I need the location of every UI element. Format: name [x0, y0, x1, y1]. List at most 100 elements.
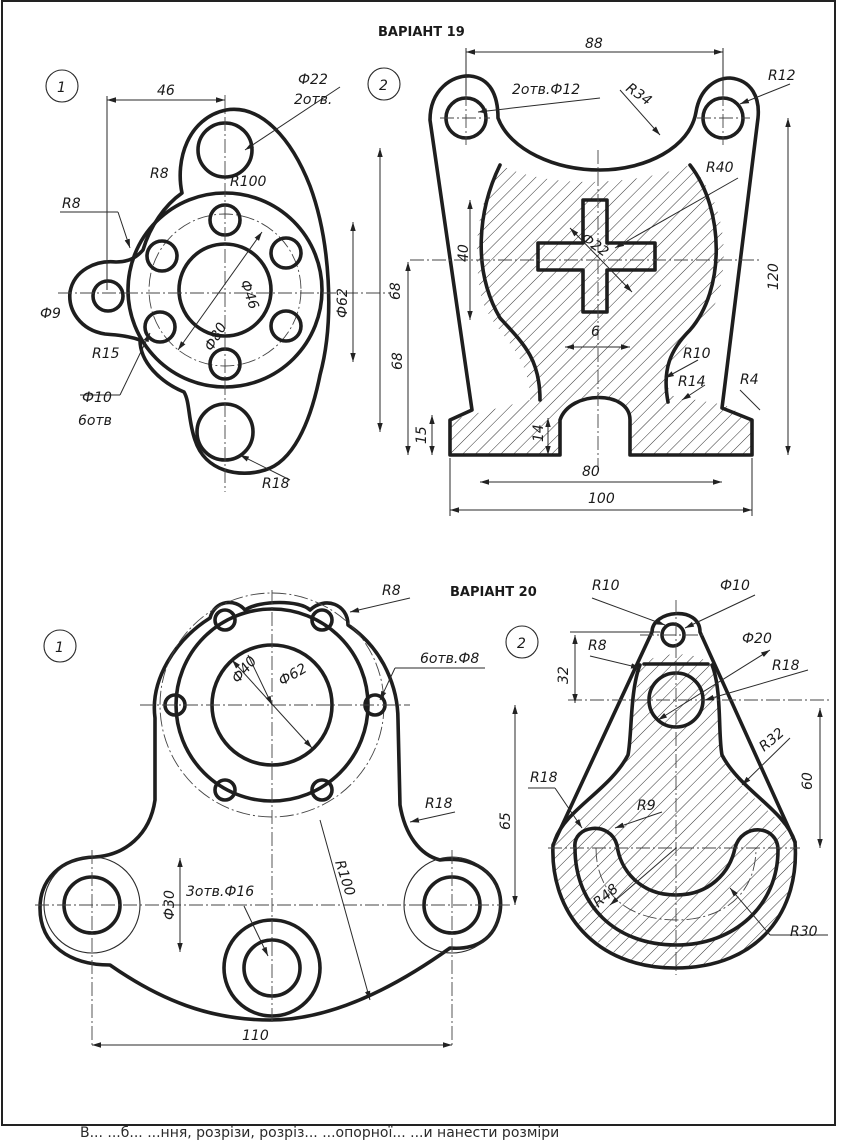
- v20-fig2-dim-d20: [657, 649, 771, 721]
- v20-fig1-label: 3отв.Ф16: [186, 884, 254, 900]
- v19-fig2-leader-r14: [681, 384, 706, 401]
- v20-fig1-label: 65: [498, 812, 514, 830]
- v19-figure-2: 2: [367, 36, 796, 516]
- v20-fig2-slot-centerline: [595, 847, 757, 921]
- v20-fig1-label: R8: [382, 583, 401, 599]
- v20-figure-1: 1 R8 Ф40: [35, 583, 518, 1048]
- v20-fig2-leader-d10: [684, 594, 756, 629]
- v19-fig2-dim-d22: [569, 227, 633, 293]
- v19-fig1-label: R100: [230, 174, 267, 190]
- v20-fig2-label: Ф10: [720, 578, 750, 594]
- v19-fig2-leader-r40: [614, 177, 739, 249]
- v20-fig1-bolt-hole: [213, 778, 237, 802]
- v19-fig1-leader-22: [244, 86, 341, 151]
- v20-fig2-dim-r48: [609, 847, 677, 906]
- v19-fig2-label: R12: [768, 68, 796, 84]
- v19-fig2-label: R34: [623, 80, 655, 109]
- v20-fig1-leader-d16: [243, 905, 269, 957]
- v19-fig1-hole: [145, 239, 179, 273]
- sheet-border: [1, 0, 836, 1126]
- v19-fig2-label: 15: [414, 426, 430, 444]
- v20-fig1-dim-r100: [319, 819, 371, 1001]
- v19-fig1-label: 46: [157, 83, 175, 99]
- v20-fig2-label: R9: [637, 798, 656, 814]
- v19-fig2-label: R14: [678, 374, 706, 390]
- v19-fig1-contour: [68, 107, 331, 475]
- v19-fig1-label: Ф46: [236, 278, 261, 312]
- v19-fig2-label: R40: [706, 160, 734, 176]
- v19-fig1-label: 68: [388, 282, 404, 300]
- v19-fig2-leader-r10: [664, 359, 699, 379]
- v20-fig1-leader-holes-b: [379, 667, 396, 701]
- footer-caption: В... ...б... ...ння, розрізи, розріз... …: [80, 1125, 559, 1141]
- v20-fig1-label: Ф30: [162, 890, 178, 920]
- v19-fig1-label: 2отв.: [294, 92, 332, 108]
- v19-fig2-inner-profile-right: [664, 163, 719, 404]
- v19-fig2-label: 14: [531, 424, 547, 442]
- v20-fig2-label: R30: [790, 924, 818, 940]
- v20-fig2-number: 2: [517, 636, 526, 652]
- v20-fig2-label: 32: [556, 666, 572, 684]
- v20-fig2-label: R10: [592, 578, 620, 594]
- v19-fig2-number: 2: [379, 78, 388, 94]
- v20-fig2-label: R8: [588, 638, 607, 654]
- v19-fig2-label: R10: [683, 346, 711, 362]
- v19-fig2-leader-r12: [739, 83, 791, 105]
- v20-fig2-label: R32: [756, 725, 787, 755]
- v20-fig1-bolt-hole: [310, 608, 334, 632]
- v20-fig2-u-slot: [573, 826, 780, 947]
- v19-fig1-hole: [269, 236, 303, 270]
- v20-fig1-number: 1: [55, 640, 64, 656]
- v19-fig2-section-hatch: [450, 165, 752, 455]
- v20-fig2-label: 60: [800, 772, 816, 790]
- variant-20-title: ВАРІАНТ 20: [450, 585, 537, 600]
- v20-fig1-label: R18: [425, 796, 453, 812]
- v20-fig2-number-circle: [505, 625, 539, 659]
- v19-fig2-label: 88: [585, 36, 603, 52]
- v20-fig1-label: 110: [242, 1028, 269, 1044]
- v19-fig2-label: 120: [766, 263, 782, 290]
- v19-fig1-label: Ф62: [335, 288, 351, 318]
- v19-fig1-hole: [143, 310, 177, 344]
- v20-fig2-contour: [551, 611, 798, 970]
- v20-fig1-bolt-hole: [213, 608, 237, 632]
- v19-figure-1: 1 46 Ф22 2отв. R8: [40, 69, 404, 492]
- v19-fig2-label: 100: [588, 491, 615, 507]
- v19-fig1-dim-d80: [177, 231, 263, 351]
- v19-fig1-left-hole: [91, 279, 125, 313]
- v19-fig2-label: R4: [740, 372, 759, 388]
- v19-fig2-label: 80: [582, 464, 600, 480]
- v20-fig2-label: Ф20: [742, 631, 772, 647]
- v20-fig2-leader-r30-b: [729, 887, 771, 936]
- v20-fig1-number-circle: [43, 629, 77, 663]
- v20-fig2-label: R18: [530, 770, 558, 786]
- v20-fig1-bolt-hole: [310, 778, 334, 802]
- v20-fig2-neck: [553, 663, 642, 842]
- v20-fig1-label: 6отв.Ф8: [420, 651, 479, 667]
- v20-fig2-leader-r8: [589, 655, 641, 669]
- v20-figure-2: 2 R10 Ф10 R: [505, 578, 830, 975]
- v20-fig1-leader-d40: [247, 654, 273, 706]
- v19-fig1-leader-r18: [239, 454, 291, 481]
- v19-fig2-label: 2отв.Ф12: [512, 82, 580, 98]
- v19-fig2-leader-r4: [739, 389, 761, 411]
- v19-fig1-label: Ф10: [82, 390, 112, 406]
- v19-fig1-label: R8: [150, 166, 169, 182]
- v20-fig2-section-hatch: [551, 654, 796, 968]
- v19-fig1-leader-d10b: [119, 332, 151, 396]
- v19-fig1-label: Ф9: [40, 306, 61, 322]
- v20-fig2-leader-r18: [704, 669, 809, 701]
- v19-fig1-label: 6отв: [78, 413, 112, 429]
- v19-fig2-leader-d12: [477, 97, 601, 114]
- v19-fig1-label: Ф22: [298, 72, 328, 88]
- v19-fig1-number-circle: [45, 69, 79, 103]
- v19-fig1-number: 1: [57, 80, 66, 96]
- v19-fig1-leader-r8b: [117, 211, 131, 249]
- v19-fig2-leader-r34: [619, 89, 661, 136]
- variant-19-title: ВАРІАНТ 19: [378, 25, 465, 40]
- v20-fig2-leader-r18b-b: [554, 787, 583, 829]
- v19-fig1-label: R18: [262, 476, 290, 492]
- v19-fig2-label: 68: [390, 352, 406, 370]
- v19-fig2-label: 6: [591, 324, 600, 340]
